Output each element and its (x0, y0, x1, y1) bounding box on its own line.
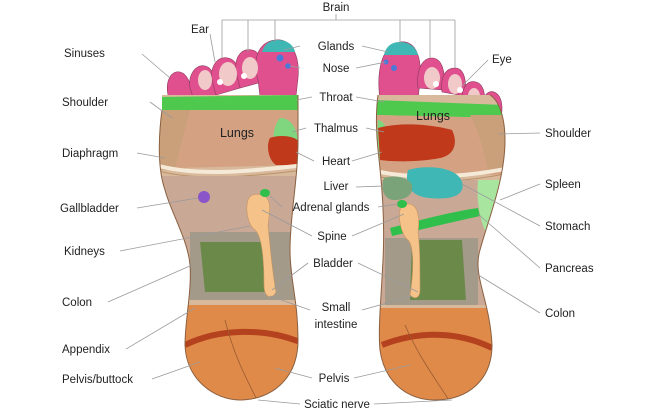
left-neck-band (160, 95, 298, 112)
label-glands: Glands (318, 41, 355, 53)
left-diaphragm-line (159, 163, 298, 175)
label-ear: Ear (191, 24, 209, 36)
label-nose: Nose (323, 63, 350, 75)
label-eye: Eye (492, 54, 512, 66)
right-kidney-spine (399, 203, 421, 299)
label-diaphragm: Diaphragm (62, 148, 118, 160)
label-brain: Brain (323, 2, 350, 14)
right-heart-zone (378, 124, 455, 162)
left-foot (158, 39, 299, 401)
label-thalmus: Thalmus (314, 123, 358, 135)
left-ear-dot-2 (241, 73, 247, 79)
right-brain-zone (384, 42, 418, 55)
labels: Brain Ear Glands Nose Eye Sinuses Throat… (60, 2, 594, 411)
left-toe-pad-3 (219, 62, 237, 86)
right-sinus-dot-1 (391, 65, 397, 71)
label-liver: Liver (324, 181, 349, 193)
label-small-intestine-1: Small (322, 302, 351, 314)
left-toe-pad-4 (242, 57, 258, 79)
label-sinuses: Sinuses (64, 48, 105, 60)
right-sole (376, 95, 505, 400)
right-adrenal-dot (397, 200, 407, 208)
label-shoulder-right: Shoulder (545, 128, 591, 140)
right-eye-dot-2 (457, 87, 463, 93)
label-bladder: Bladder (313, 258, 353, 270)
left-adrenal-dot (260, 189, 270, 197)
leader-lines (107, 14, 541, 405)
left-brain-zone (262, 40, 295, 52)
label-shoulder-left: Shoulder (62, 97, 108, 109)
label-spine: Spine (317, 231, 346, 243)
label-pancreas: Pancreas (545, 263, 594, 275)
label-pelvis-buttock: Pelvis/buttock (62, 374, 133, 386)
right-shoulder-zone (470, 115, 505, 170)
label-spleen: Spleen (545, 179, 581, 191)
left-heart-zone (268, 136, 298, 165)
left-ear-dot (217, 79, 223, 85)
label-throat: Throat (319, 92, 353, 104)
right-eye-dot (433, 81, 439, 87)
label-appendix: Appendix (62, 344, 110, 356)
right-neck-band (376, 100, 505, 118)
label-sciatic-nerve: Sciatic nerve (304, 399, 370, 411)
label-kidneys: Kidneys (64, 246, 105, 258)
right-stomach-zone (406, 167, 463, 199)
label-small-intestine-2: intestine (315, 319, 358, 331)
label-heart: Heart (322, 156, 351, 168)
left-intestine-zone (200, 242, 268, 292)
right-intestine-zone (410, 240, 466, 300)
label-lungs-right: Lungs (416, 109, 450, 123)
label-colon-left: Colon (62, 297, 92, 309)
left-heel-zone (159, 305, 298, 400)
left-gallbladder-dot (198, 191, 210, 203)
label-lungs-left: Lungs (220, 126, 254, 140)
left-sinus-dot-2 (285, 63, 291, 69)
label-stomach: Stomach (545, 221, 590, 233)
label-adrenal-glands: Adrenal glands (293, 202, 370, 214)
label-colon-right: Colon (545, 308, 575, 320)
left-pelvis-band (183, 328, 298, 348)
right-liver-zone (382, 176, 413, 200)
left-sinus-dot-1 (276, 54, 284, 62)
label-gallbladder: Gallbladder (60, 203, 119, 215)
left-toe-pad-2 (198, 70, 212, 90)
right-heel-zone (376, 308, 505, 400)
left-heel-line-1 (224, 319, 259, 400)
label-pelvis: Pelvis (319, 373, 350, 385)
right-heel-line-1 (404, 324, 451, 400)
right-foot-outline (376, 94, 506, 401)
left-lung-zone (175, 110, 298, 168)
right-pelvis-band (380, 331, 494, 351)
left-foot-outline (158, 95, 299, 401)
left-sole (159, 95, 298, 400)
left-toes (167, 39, 299, 111)
